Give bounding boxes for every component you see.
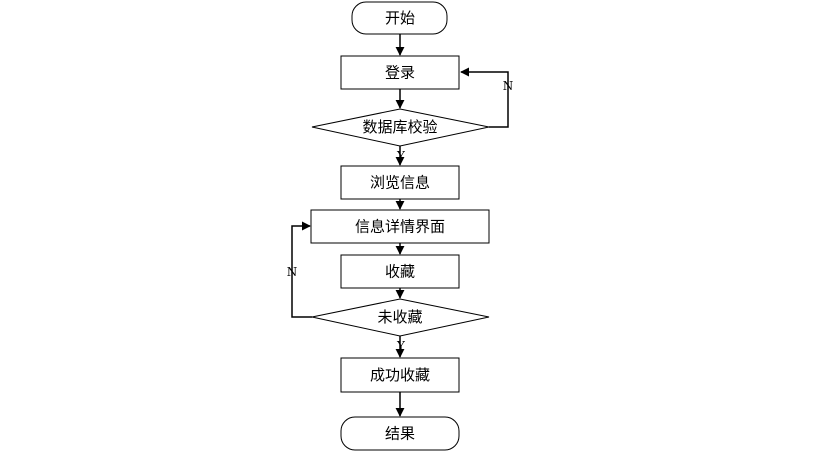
edge-notfav-no-loop [291, 221, 312, 318]
branch-label-fav-yes: Y [396, 339, 406, 353]
process-favorite-shape [340, 254, 460, 289]
node-detail: 信息详情界面 [310, 209, 490, 244]
process-browse-shape [340, 165, 460, 200]
terminal-end-shape [340, 416, 460, 451]
node-start: 开始 [351, 1, 448, 35]
node-favorite: 收藏 [340, 254, 460, 289]
branch-label-fav-no: N [287, 265, 298, 279]
connectors [291, 34, 509, 417]
node-success-label: 成功收藏 [370, 366, 430, 384]
node-db-check: 数据库校验 [311, 108, 490, 147]
node-end: 结果 [340, 416, 460, 451]
edge-dbcheck-no-loop [460, 67, 509, 128]
node-browse-label: 浏览信息 [370, 174, 430, 192]
node-not-favorited: 未收藏 [311, 298, 490, 337]
branch-label-db-yes: Y [396, 149, 406, 163]
node-db-check-label: 数据库校验 [362, 118, 437, 136]
decision-not-favorited-shape [311, 298, 490, 337]
node-login-label: 登录 [385, 64, 415, 82]
branch-label-db-no: N [503, 79, 514, 93]
process-success-shape [340, 357, 460, 393]
node-login: 登录 [340, 55, 460, 90]
node-end-label: 结果 [385, 425, 415, 443]
node-success: 成功收藏 [340, 357, 460, 393]
node-browse: 浏览信息 [340, 165, 460, 200]
process-detail-shape [310, 209, 490, 244]
node-not-favorited-label: 未收藏 [377, 308, 422, 326]
terminal-start-shape [351, 1, 448, 35]
node-detail-label: 信息详情界面 [355, 218, 445, 236]
process-login-shape [340, 55, 460, 90]
node-favorite-label: 收藏 [385, 263, 415, 281]
decision-db-check-shape [311, 108, 490, 147]
node-start-label: 开始 [385, 9, 415, 27]
